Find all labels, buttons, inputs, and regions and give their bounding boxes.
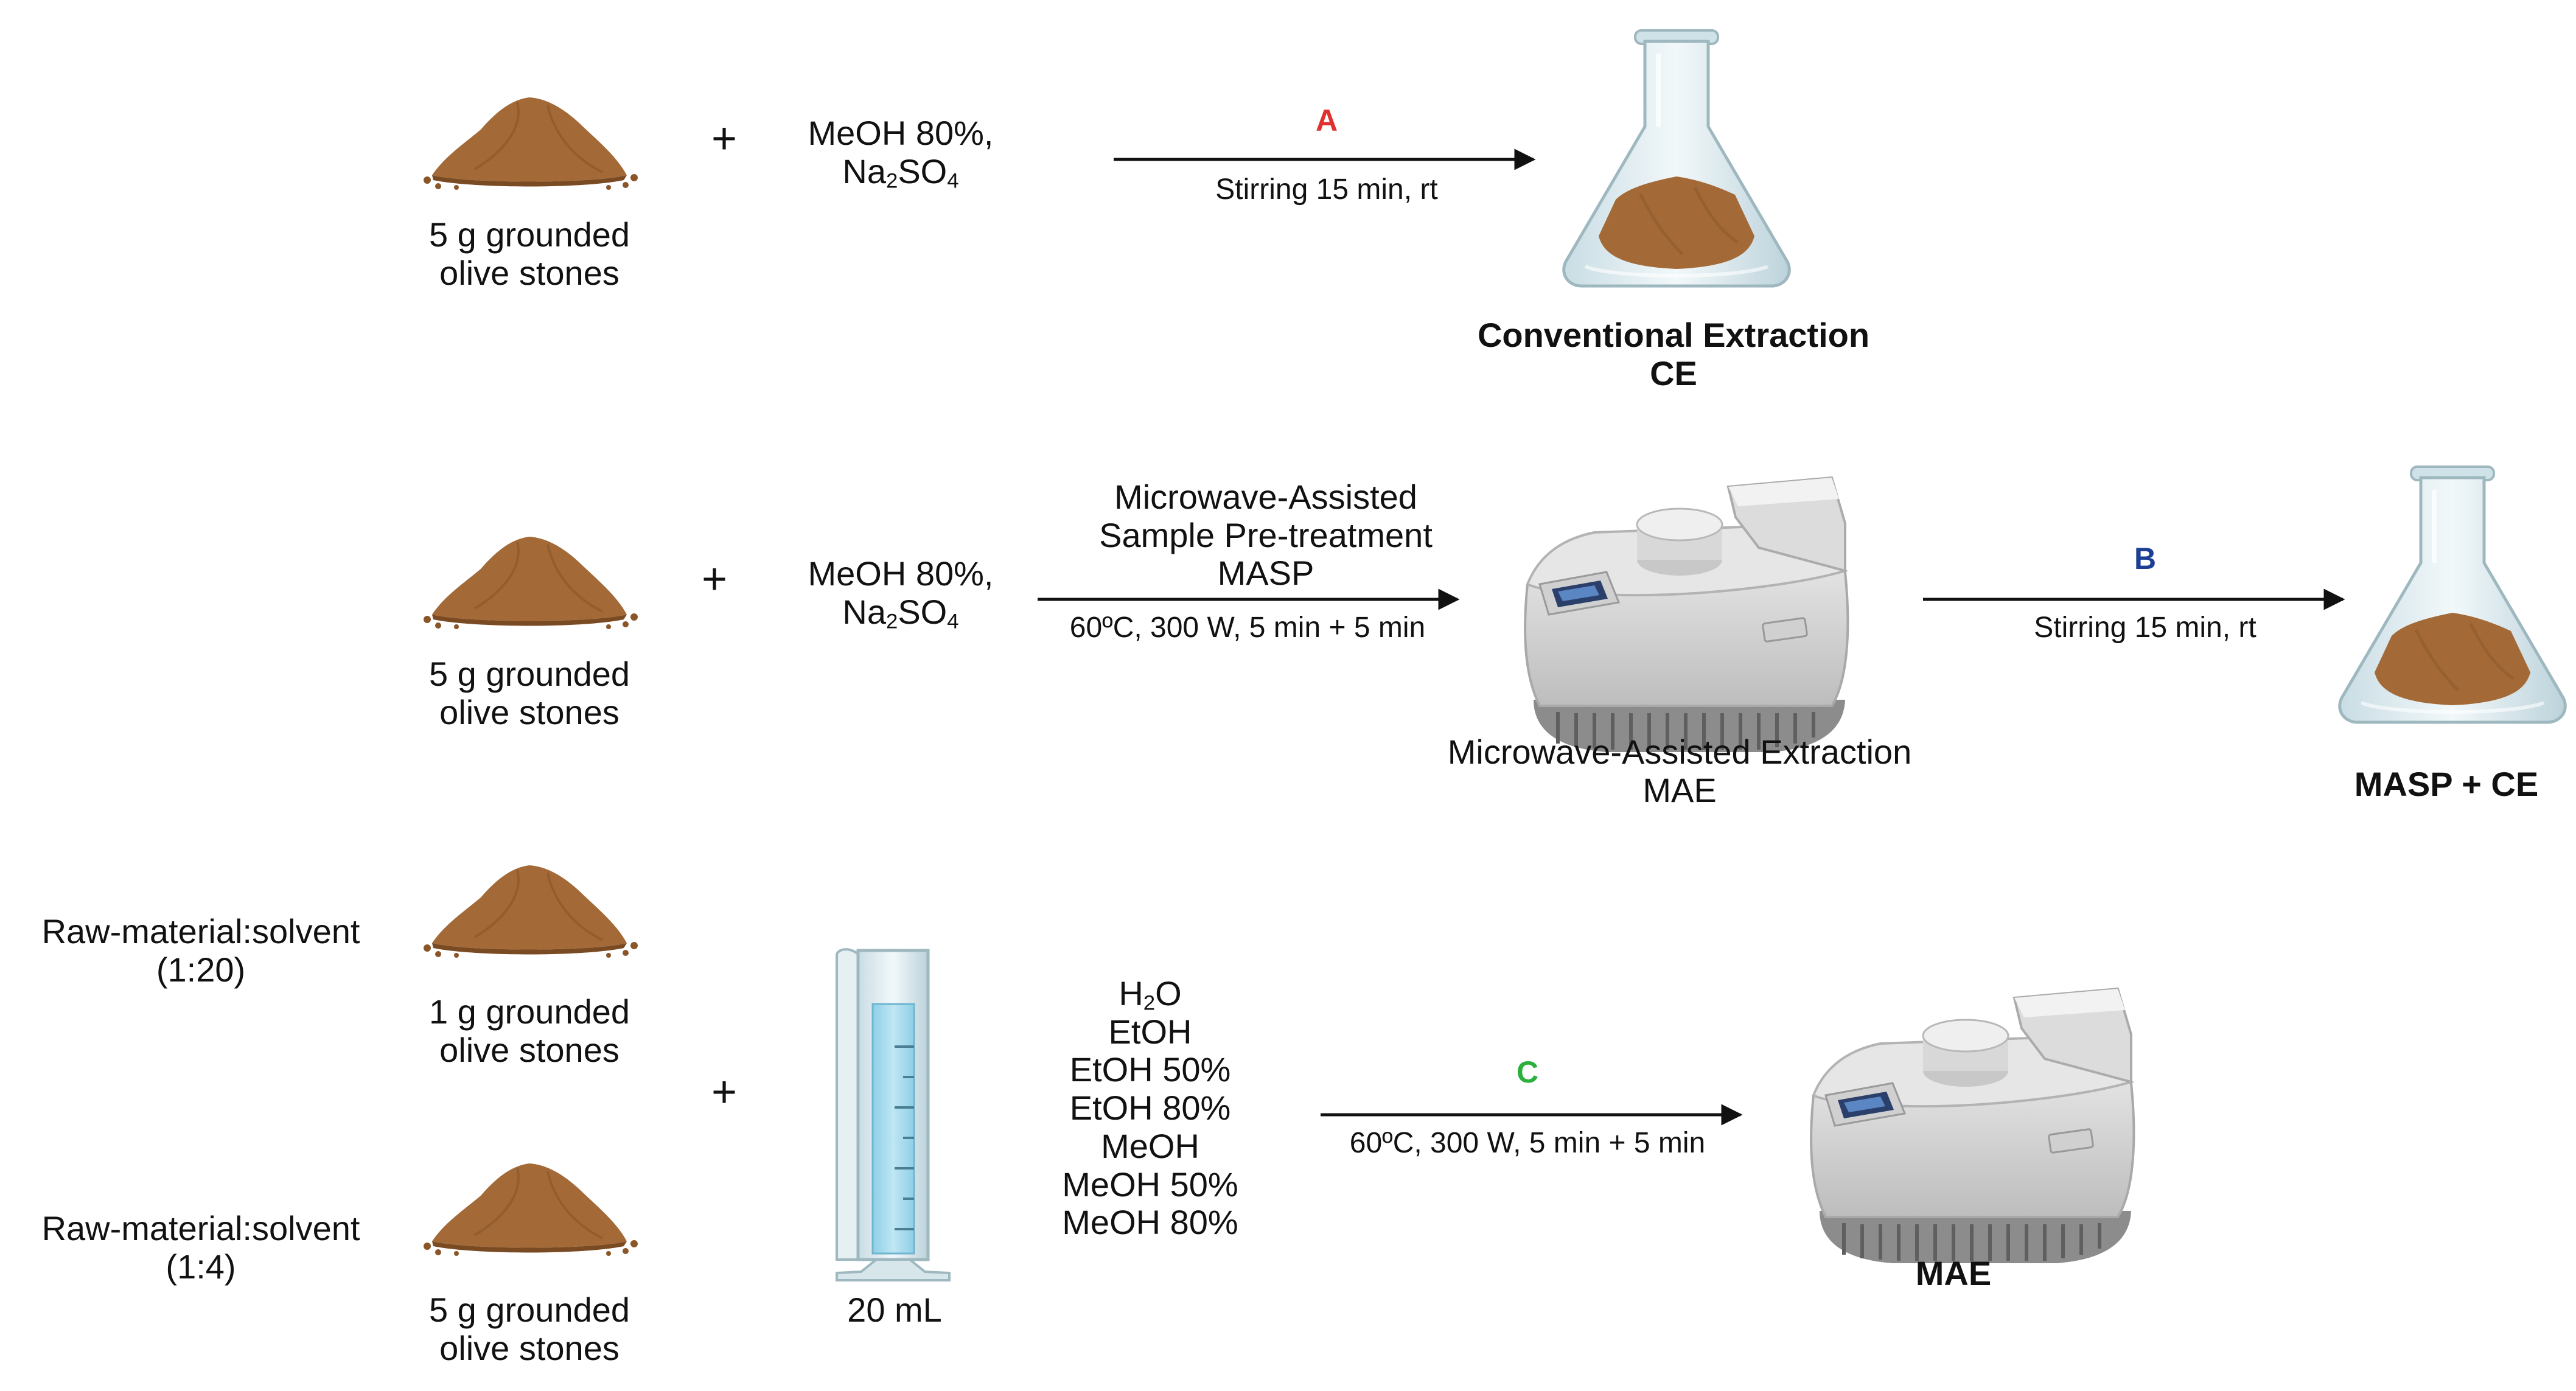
ingredient-label: 1 g grounded olive stones <box>377 992 682 1069</box>
ratio-line-2: (1:4) <box>166 1247 236 1286</box>
solvent-item: EtOH 50% <box>1069 1050 1231 1089</box>
ratio-line-1: Raw-material:solvent <box>41 1209 360 1247</box>
reagent-line-1: MeOH 80%, <box>808 114 994 152</box>
step-conditions-b: Stirring 15 min, rt <box>2034 612 2257 644</box>
product-label-ce: Conventional Extraction CE <box>1400 316 1947 392</box>
solvent-item: EtOH <box>1108 1012 1192 1051</box>
graduated-cylinder-icon <box>836 948 951 1281</box>
ratio-line-1: Raw-material:solvent <box>41 912 360 950</box>
product-line-1: Conventional Extraction <box>1477 316 1870 354</box>
step-conditions-c: 60ºC, 300 W, 5 min + 5 min <box>1349 1127 1706 1159</box>
ingredient-line-2: olive stones <box>439 692 620 731</box>
reagent-line-2: Na2SO4 <box>842 152 959 193</box>
microwave-extractor-icon <box>1525 478 1848 752</box>
ingredient-line-2: olive stones <box>439 1328 620 1367</box>
reagent-line-1: MeOH 80%, <box>808 554 994 593</box>
pretreat-line-3: MASP <box>1217 554 1314 593</box>
step-letter-c: C <box>1516 1055 1539 1089</box>
device-line-2: MAE <box>1642 770 1717 809</box>
pretreat-label: Microwave-Assisted Sample Pre-treatment … <box>1022 478 1509 593</box>
ratio-label-1: Raw-material:solvent (1:20) <box>18 912 383 989</box>
ratio-line-2: (1:20) <box>156 950 246 989</box>
powder-pile-icon <box>422 864 639 959</box>
powder-pile-icon <box>422 535 639 630</box>
reagent-label: MeOH 80%, Na2SO4 <box>779 554 1022 633</box>
powder-pile-icon <box>422 1162 639 1257</box>
step-letter-b: B <box>2134 542 2157 576</box>
ingredient-line-1: 5 g grounded <box>428 1291 630 1329</box>
ingredient-line-1: 5 g grounded <box>428 655 630 693</box>
flask-icon-masp-ce <box>2340 467 2566 722</box>
device-line-1: Microwave-Assisted Extraction <box>1447 733 1912 771</box>
ingredient-label: 5 g grounded olive stones <box>377 1291 682 1367</box>
ratio-label-2: Raw-material:solvent (1:4) <box>18 1209 383 1286</box>
solvent-item: MeOH <box>1101 1126 1199 1165</box>
product-label-mae: MAE <box>1915 1254 1992 1292</box>
reagent-line-2: Na2SO4 <box>842 592 959 633</box>
ingredient-line-2: olive stones <box>439 253 620 292</box>
flask-icon-ce <box>1564 30 1790 286</box>
cylinder-label: 20 mL <box>847 1291 942 1329</box>
plus-sign: + <box>711 1068 738 1117</box>
plus-sign: + <box>701 555 728 604</box>
pretreat-conditions: 60ºC, 300 W, 5 min + 5 min <box>1069 612 1426 644</box>
product-line-2: CE <box>1650 354 1697 392</box>
solvent-h2o: H2O <box>1119 974 1182 1015</box>
plus-sign: + <box>711 114 738 163</box>
ingredient-line-1: 1 g grounded <box>428 992 630 1031</box>
device-label-mae: Microwave-Assisted Extraction MAE <box>1387 733 1972 809</box>
ingredient-label: 5 g grounded olive stones <box>377 655 682 731</box>
pretreat-line-2: Sample Pre-treatment <box>1099 515 1433 554</box>
ingredient-label: 5 g grounded olive stones <box>377 215 682 292</box>
step-letter-a: A <box>1315 103 1338 138</box>
ingredient-line-1: 5 g grounded <box>428 215 630 254</box>
solvent-list: H2O EtOH EtOH 50% EtOH 80% MeOH MeOH 50%… <box>1022 974 1278 1242</box>
step-conditions-a: Stirring 15 min, rt <box>1215 173 1438 206</box>
solvent-item: MeOH 80% <box>1062 1203 1238 1242</box>
reagent-label: MeOH 80%, Na2SO4 <box>779 114 1022 193</box>
ingredient-line-2: olive stones <box>439 1030 620 1069</box>
microwave-extractor-icon <box>1811 989 2134 1263</box>
solvent-item: EtOH 80% <box>1069 1089 1231 1128</box>
pretreat-line-1: Microwave-Assisted <box>1114 478 1417 516</box>
powder-pile-icon <box>422 96 639 191</box>
solvent-item: MeOH 50% <box>1062 1165 1238 1204</box>
product-label-masp-ce: MASP + CE <box>2354 765 2539 803</box>
